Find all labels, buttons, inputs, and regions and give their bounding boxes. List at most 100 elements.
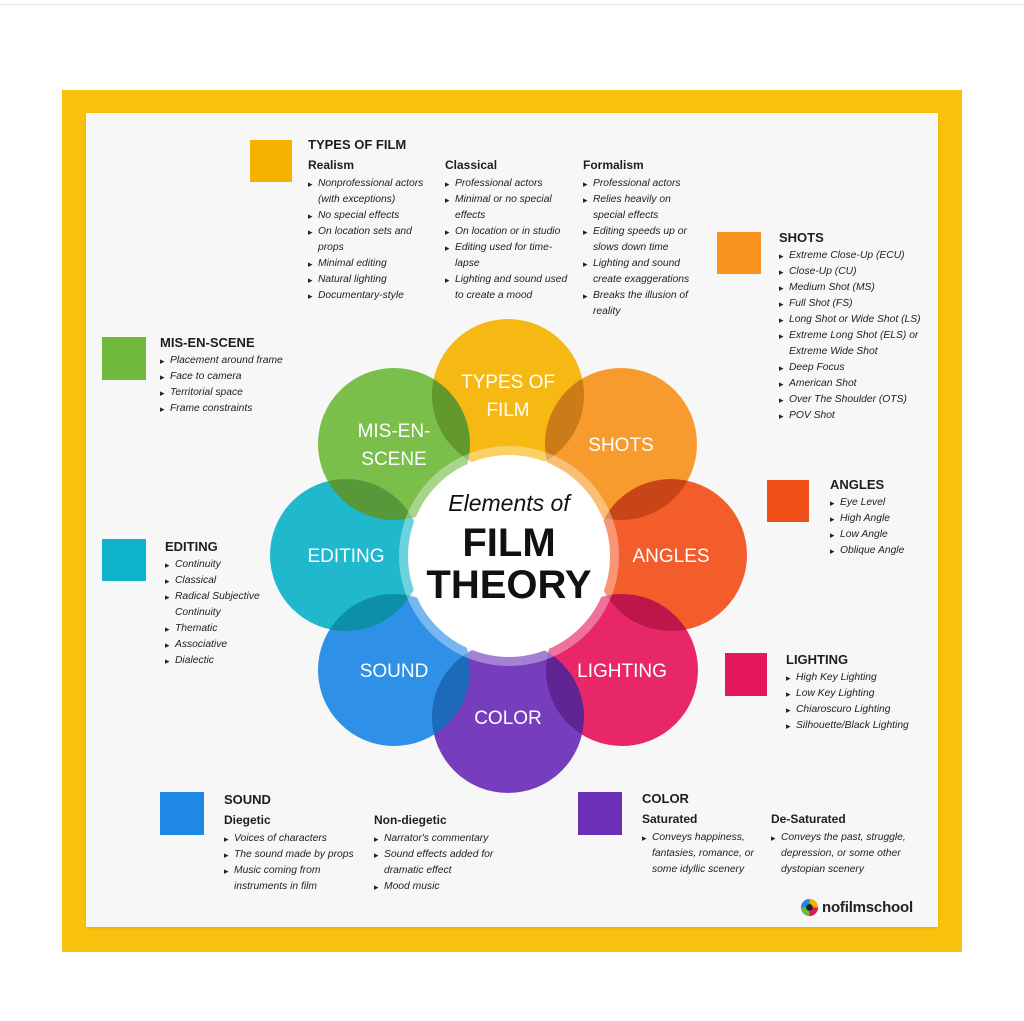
saturated-title: Saturated [642, 812, 698, 826]
petal-overlap [318, 479, 422, 520]
list-item: Natural lighting [308, 272, 438, 288]
list-item: Low Key Lighting [786, 686, 936, 702]
petal-label: MIS-EN-SCENE [358, 421, 431, 470]
list-item: Documentary-style [308, 288, 438, 304]
mis-en-scene-title: MIS-EN-SCENE [160, 335, 255, 350]
center-circle [408, 455, 610, 657]
petal-label: ANGLES [632, 546, 709, 567]
list-item: Nonprofessional actors (with exceptions) [308, 176, 438, 208]
list-item: Medium Shot (MS) [779, 280, 929, 296]
list-item: Continuity [165, 557, 285, 573]
logo-wordmark: nofilmschool [822, 899, 913, 916]
sound-section: SOUND [224, 792, 374, 810]
list-item: Face to camera [160, 369, 290, 385]
center-title-line1: FILM [462, 521, 555, 565]
list-item: Chiaroscuro Lighting [786, 702, 936, 718]
formalism-title: Formalism [583, 158, 644, 172]
angles-section: ANGLES Eye Level High Angle Low Angle Ob… [830, 477, 940, 559]
de-saturated-list: Conveys the past, struggle, depression, … [771, 830, 921, 878]
list-item: On location or in studio [445, 224, 573, 240]
lighting-list: High Key Lighting Low Key Lighting Chiar… [786, 670, 936, 734]
list-item: Close-Up (CU) [779, 264, 929, 280]
petal-label: COLOR [474, 708, 542, 729]
formalism-column: Formalism Professional actors Relies hea… [583, 157, 705, 320]
diegetic-title: Diegetic [224, 813, 271, 827]
editing-section: EDITING Continuity Classical Radical Sub… [165, 539, 285, 669]
list-item: Professional actors [445, 176, 573, 192]
list-item: The sound made by props [224, 847, 369, 863]
list-item: Conveys the past, struggle, depression, … [771, 830, 921, 878]
petal-label: SOUND [360, 661, 429, 682]
list-item: Music coming from instruments in film [224, 863, 369, 895]
classical-title: Classical [445, 158, 498, 172]
classical-column: Classical Professional actors Minimal or… [445, 157, 573, 304]
nofilmschool-logo-icon [800, 898, 819, 917]
sound-square [160, 792, 204, 835]
list-item: Over The Shoulder (OTS) [779, 392, 929, 408]
color-section: COLOR [642, 791, 792, 809]
mis-en-scene-square [102, 337, 146, 380]
list-item: Eye Level [830, 495, 940, 511]
list-item: Minimal editing [308, 256, 438, 272]
mis-en-scene-section: MIS-EN-SCENE Placement around frame Face… [160, 335, 290, 417]
petal-overlap [545, 368, 584, 471]
shots-title: SHOTS [779, 230, 824, 245]
list-item: Sound effects added for dramatic effect [374, 847, 514, 879]
petal-label: LIGHTING [577, 661, 667, 682]
diegetic-list: Voices of characters The sound made by p… [224, 831, 369, 895]
list-item: Dialectic [165, 653, 285, 669]
list-item: On location sets and props [308, 224, 438, 256]
classical-list: Professional actors Minimal or no specia… [445, 176, 573, 304]
list-item: Thematic [165, 621, 285, 637]
types-of-film-section: TYPES OF FILM [308, 137, 728, 155]
realism-title: Realism [308, 158, 355, 172]
center-subtitle: Elements of [448, 490, 572, 516]
angles-list: Eye Level High Angle Low Angle Oblique A… [830, 495, 940, 559]
list-item: Extreme Long Shot (ELS) or Extreme Wide … [779, 328, 929, 360]
realism-column: Realism Nonprofessional actors (with exc… [308, 157, 438, 304]
angles-title: ANGLES [830, 477, 885, 492]
petal-label: EDITING [307, 546, 384, 567]
petal-angles [595, 479, 747, 631]
saturated-column: Saturated Conveys happiness, fantasies, … [642, 811, 764, 878]
petal-mis-en-scene [318, 368, 470, 520]
list-item: Lighting and sound create exaggerations [583, 256, 705, 288]
mis-en-scene-list: Placement around frame Face to camera Te… [160, 353, 290, 417]
petal-label: SHOTS [588, 435, 653, 456]
list-item: Relies heavily on special effects [583, 192, 705, 224]
de-saturated-column: De-Saturated Conveys the past, struggle,… [771, 811, 921, 878]
sound-title: SOUND [224, 792, 271, 807]
list-item: POV Shot [779, 408, 929, 424]
color-square [578, 792, 622, 835]
lighting-square [725, 653, 767, 696]
types-of-film-square [250, 140, 292, 182]
list-item: American Shot [779, 376, 929, 392]
list-item: Conveys happiness, fantasies, romance, o… [642, 830, 764, 878]
angles-square [767, 480, 809, 522]
color-title: COLOR [642, 791, 689, 806]
list-item: No special effects [308, 208, 438, 224]
list-item: Placement around frame [160, 353, 290, 369]
de-saturated-title: De-Saturated [771, 812, 846, 826]
list-item: Extreme Close-Up (ECU) [779, 248, 929, 264]
petal-overlap [595, 479, 697, 520]
list-item: Classical [165, 573, 285, 589]
non-diegetic-list: Narrator's commentary Sound effects adde… [374, 831, 514, 895]
shots-list: Extreme Close-Up (ECU) Close-Up (CU) Med… [779, 248, 929, 424]
list-item: Minimal or no special effects [445, 192, 573, 224]
shots-square [717, 232, 761, 274]
list-item: Oblique Angle [830, 543, 940, 559]
petal-sound [318, 594, 470, 746]
realism-list: Nonprofessional actors (with exceptions)… [308, 176, 438, 304]
editing-title: EDITING [165, 539, 218, 554]
non-diegetic-title: Non-diegetic [374, 813, 447, 827]
diegetic-column: Diegetic Voices of characters The sound … [224, 812, 369, 895]
list-item: Lighting and sound used to create a mood [445, 272, 573, 304]
lighting-section: LIGHTING High Key Lighting Low Key Light… [786, 652, 936, 734]
list-item: Deep Focus [779, 360, 929, 376]
center-title-line2: THEORY [426, 563, 592, 607]
list-item: Associative [165, 637, 285, 653]
list-item: Territorial space [160, 385, 290, 401]
